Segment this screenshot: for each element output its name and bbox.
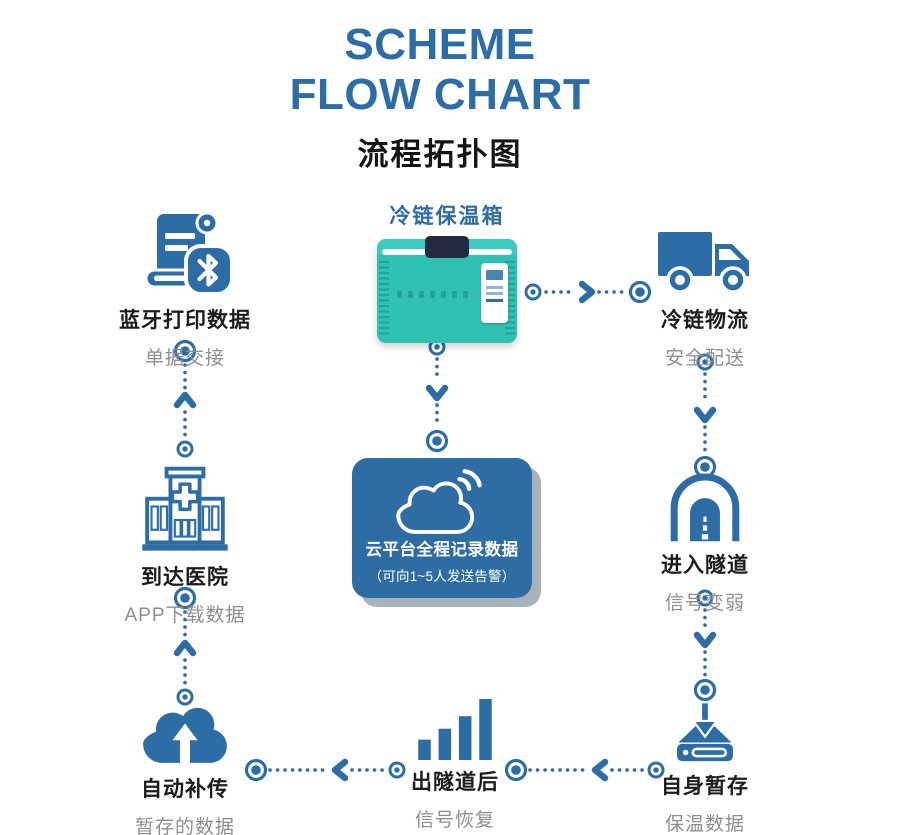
node-auto-retransmit: 自动补传 暂存的数据: [85, 700, 285, 835]
cooler-box-image: [377, 236, 517, 343]
cooler-rib-right: [505, 261, 515, 335]
node-arrive-hospital: 到达医院 APP下载数据: [85, 458, 285, 627]
cloud-platform-line1: 云平台全程记录数据: [365, 541, 519, 559]
node-cold-chain-logistics: 冷链物流 安全配送: [605, 212, 805, 370]
cloud-platform-card: 云平台全程记录数据 （可向1~5人发送告警）: [352, 458, 532, 598]
cloud-wifi-icon: [396, 469, 482, 534]
node-self-buffer: 自身暂存 保温数据: [605, 698, 805, 835]
cooler-rib-left: [379, 261, 389, 335]
tunnel-icon: [670, 473, 740, 542]
hospital-icon: [142, 466, 228, 551]
cooler-control-panel: [481, 263, 508, 323]
cooler-panel-screen: [486, 270, 503, 280]
node-after-exit-tunnel: 出隧道后 信号恢复: [355, 699, 555, 832]
storage-inbox-icon: [677, 701, 733, 762]
cooler-box-label: 冷链保温箱: [389, 205, 505, 228]
node-subtitle: 安全配送: [664, 348, 745, 369]
node-title: 蓝牙打印数据: [119, 309, 251, 332]
node-title: 出隧道后: [411, 771, 499, 794]
cooler-panel-buttons: [486, 286, 503, 289]
node-subtitle: 信号恢复: [414, 810, 495, 831]
title-line-1: SCHEME: [344, 20, 536, 69]
node-title: 进入隧道: [661, 554, 749, 577]
node-subtitle: 信号变弱: [664, 593, 745, 614]
title-line-2: FLOW CHART: [289, 70, 591, 120]
node-subtitle: 暂存的数据: [134, 817, 235, 835]
node-title: 到达医院: [141, 566, 229, 589]
cloud-upload-icon: [143, 707, 227, 763]
header: SCHEME FLOW CHART 流程拓扑图: [0, 20, 880, 174]
node-subtitle: APP下载数据: [124, 605, 246, 626]
node-title: 冷链物流: [661, 309, 749, 332]
connector-truck-to-tunnel: [696, 353, 715, 479]
node-title: 自身暂存: [661, 775, 749, 798]
connector-box-to-cloud: [428, 338, 447, 453]
node-bluetooth-print: 蓝牙打印数据 单据交接: [85, 206, 285, 370]
node-subtitle: 单据交接: [144, 348, 225, 369]
node-enter-tunnel: 进入隧道 信号变弱: [605, 462, 805, 615]
node-cooler-box: 冷链保温箱: [337, 200, 557, 343]
signal-bars-icon: [418, 699, 492, 760]
bluetooth-printer-icon: [144, 211, 234, 296]
page-title-cn: 流程拓扑图: [357, 137, 523, 173]
truck-icon: [658, 232, 749, 294]
cooler-groove: [397, 291, 473, 298]
cooler-handle: [425, 236, 469, 258]
node-title: 自动补传: [141, 778, 229, 801]
cloud-platform-line2: （可向1~5人发送告警）: [368, 569, 516, 584]
node-subtitle: 保温数据: [664, 814, 745, 835]
page-title-en: SCHEME FLOW CHART: [0, 20, 880, 120]
